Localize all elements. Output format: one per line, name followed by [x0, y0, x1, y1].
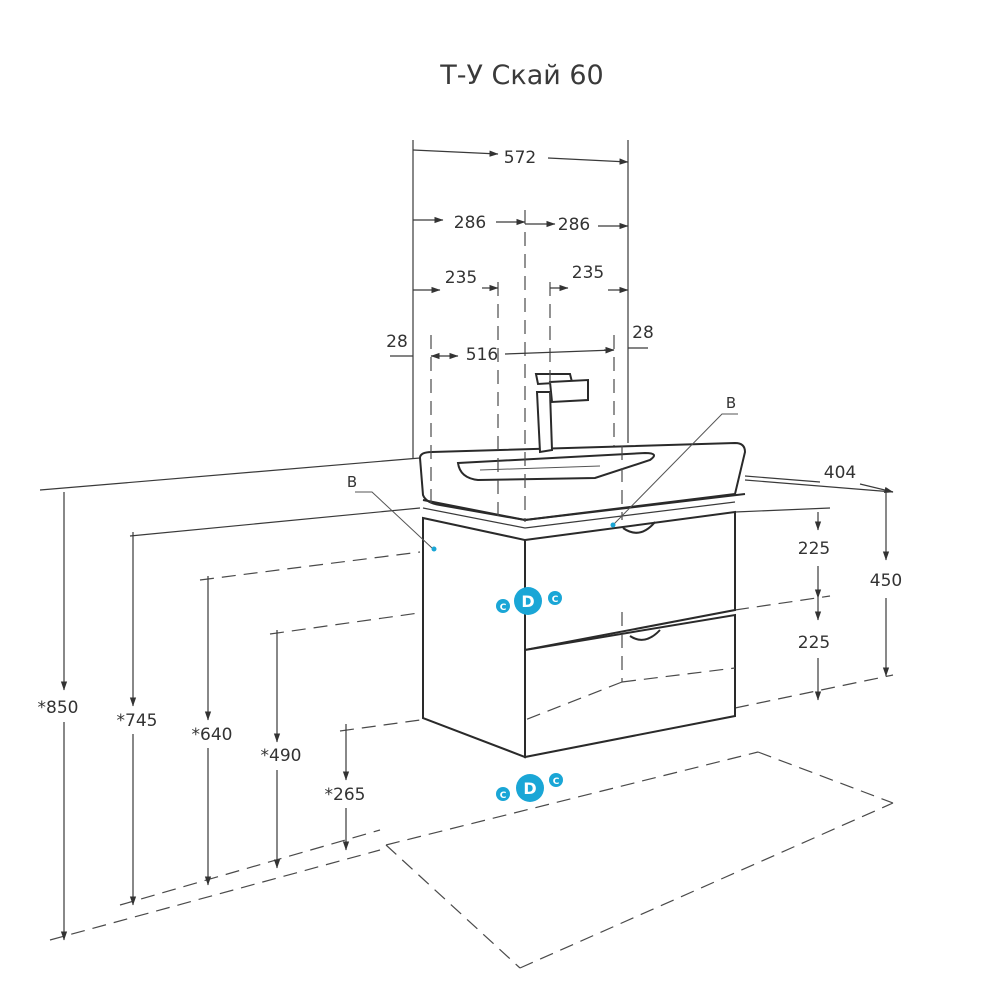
dim-height-640: *640	[192, 725, 233, 745]
dim-drawer-bottom: 225	[798, 633, 830, 653]
dim-height-265: *265	[325, 785, 366, 805]
dim-hole-right: 235	[572, 263, 604, 283]
upper-drain-label: D	[521, 592, 534, 611]
dim-edge-left: 28	[386, 332, 408, 352]
top-dimension-lines	[390, 149, 648, 360]
lower-drain-label: D	[523, 779, 536, 798]
right-dimension-lines	[744, 475, 894, 701]
dim-half-left: 286	[454, 213, 486, 233]
dim-half-right: 286	[558, 215, 590, 235]
dim-height-490: *490	[261, 746, 302, 766]
dim-height-745: *745	[117, 711, 158, 731]
basin	[418, 441, 747, 529]
upper-drain-connection-marker	[514, 587, 542, 615]
callout-b-right-label: B	[726, 394, 736, 412]
lower-connection-group: D C C	[496, 773, 563, 802]
callout-b-left-label: B	[347, 473, 357, 491]
dim-drawer-top: 225	[798, 539, 830, 559]
dim-inner-width: 516	[466, 345, 498, 365]
upper-right-water-label: C	[552, 595, 559, 605]
left-height-dimension-lines	[60, 492, 350, 941]
cabinet-body	[422, 510, 736, 759]
dim-edge-right: 28	[632, 323, 654, 343]
lower-drawer-handle	[629, 629, 661, 641]
callout-b-left	[355, 491, 437, 552]
dim-depth: 404	[824, 463, 856, 483]
faucet	[534, 373, 589, 454]
callout-b-right	[610, 413, 738, 528]
upper-left-water-label: C	[500, 603, 507, 613]
drawing-title: Т-У Скай 60	[439, 60, 603, 91]
dim-hole-left: 235	[445, 268, 477, 288]
floor-outline	[385, 751, 894, 969]
lower-left-water-label: C	[500, 791, 507, 801]
upper-connection-group: D C C	[496, 587, 562, 615]
wall-reference-lines	[39, 457, 894, 941]
lower-drain-connection-marker	[516, 774, 544, 802]
lower-right-water-label: C	[553, 777, 560, 787]
dim-total-width: 572	[504, 148, 536, 168]
upper-drawer-handle	[622, 521, 656, 534]
dim-body-height: 450	[870, 571, 902, 591]
dim-height-850: *850	[38, 698, 79, 718]
